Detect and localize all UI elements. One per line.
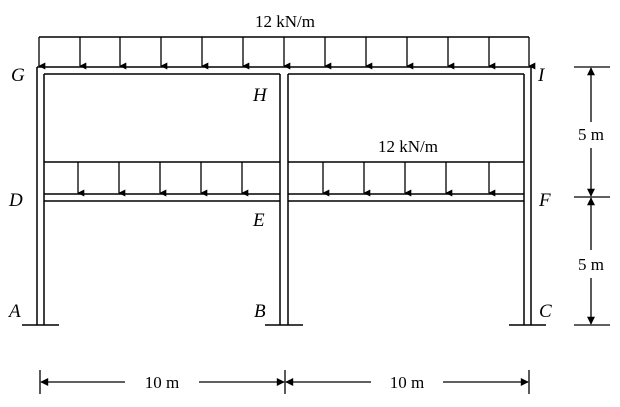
- node-label-d: D: [8, 190, 23, 211]
- dim-label-left-span: 10 m: [145, 373, 179, 392]
- node-label-i: I: [537, 65, 546, 86]
- node-label-f: F: [538, 190, 551, 211]
- dim-label-lower-story: 5 m: [578, 255, 604, 274]
- dim-label-upper-story: 5 m: [578, 125, 604, 144]
- node-label-a: A: [7, 301, 21, 322]
- middle-load-arrows: [77, 162, 496, 197]
- node-label-h: H: [252, 85, 268, 106]
- node-label-c: C: [539, 301, 552, 322]
- node-label-e: E: [252, 210, 265, 231]
- middle-load-label: 12 kN/m: [378, 137, 438, 156]
- node-label-g: G: [11, 65, 25, 86]
- node-label-b: B: [254, 301, 266, 322]
- dim-label-right-span: 10 m: [390, 373, 424, 392]
- node-labels: G H I D E F A B C: [7, 65, 552, 322]
- top-load-label: 12 kN/m: [255, 12, 315, 31]
- frame-members: [36, 66, 532, 325]
- top-load-arrows: [38, 37, 536, 70]
- top-distributed-load: 12 kN/m: [38, 12, 536, 70]
- horizontal-dimensions: [39, 370, 530, 394]
- middle-distributed-load: 12 kN/m: [77, 137, 496, 197]
- vertical-dimensions: [574, 66, 610, 326]
